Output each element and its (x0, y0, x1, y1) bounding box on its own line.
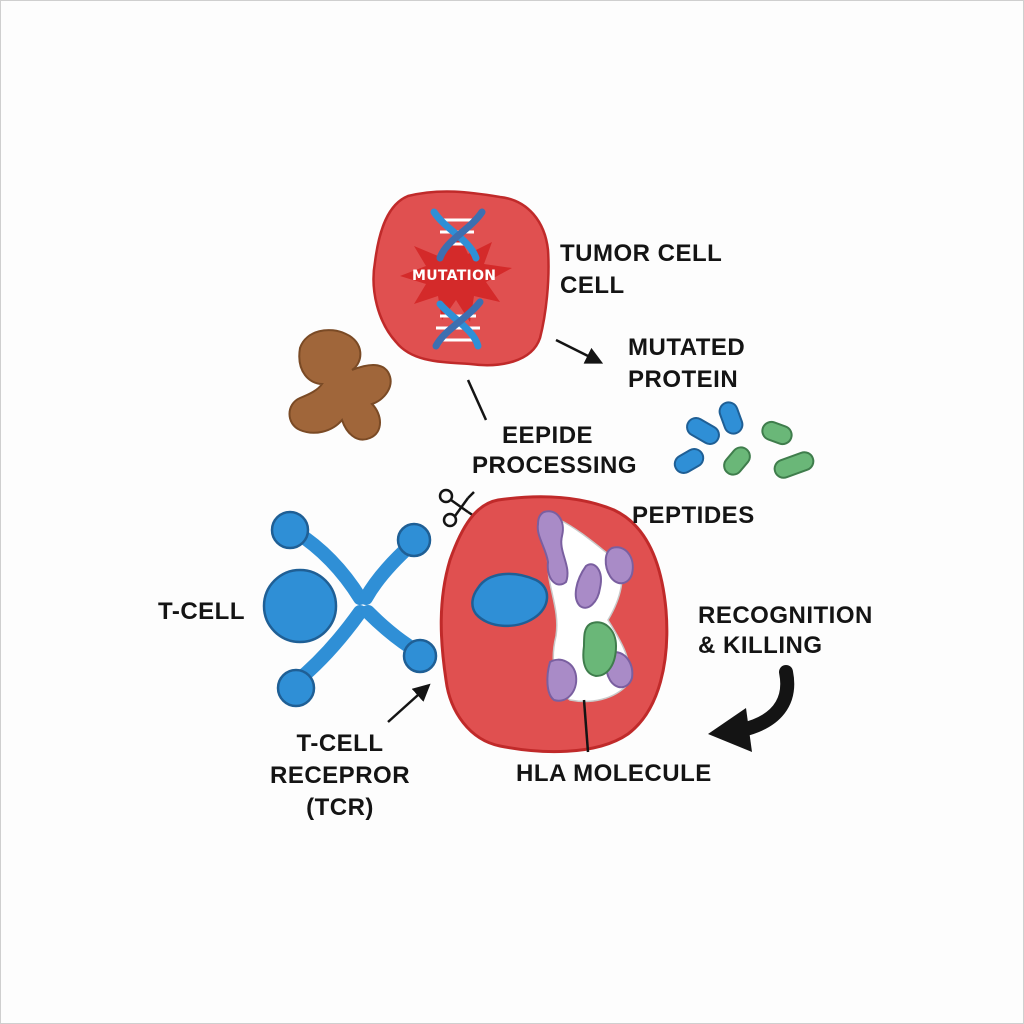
curved-arrow-icon (708, 665, 795, 752)
mutation-starburst-icon (400, 232, 512, 322)
mutation-label: MUTATION (412, 268, 497, 284)
recognition-label-line2: & KILLING (698, 632, 823, 659)
tumor-cell-label-line2: CELL (560, 272, 625, 299)
brown-protein-shape (288, 329, 392, 441)
recognition-label-line1: RECOGNITION (698, 602, 873, 629)
mutated-protein-label-line1: MUTATED (628, 334, 746, 361)
tcr-label-line1: T-CELL (296, 730, 384, 757)
t-cell-label: T-CELL (158, 598, 245, 625)
arrow-to-mutated-protein (555, 338, 604, 364)
peptides-label: PEPTIDES (632, 502, 755, 529)
hla-molecule-shape (536, 510, 634, 703)
connector-hla (582, 699, 590, 753)
t-cell-shape (262, 510, 438, 708)
scissors-icon (438, 488, 475, 528)
processing-label-line2: PROCESSING (472, 452, 638, 479)
processing-label-line1: EEPIDE (502, 422, 594, 449)
connector-processing (466, 379, 488, 421)
hla-molecule-label: HLA MOLECULE (516, 760, 712, 787)
mutated-protein-label-line2: PROTEIN (628, 366, 739, 393)
tcr-label-line2: RECEPROR (270, 762, 411, 789)
peptides-group (673, 401, 815, 479)
dna-helix-icon (430, 208, 486, 350)
arrow-tcr (387, 683, 431, 723)
tumor-cell-label-line1: TUMOR CELL (560, 240, 723, 267)
tcr-label-line3: (TCR) (306, 794, 374, 821)
